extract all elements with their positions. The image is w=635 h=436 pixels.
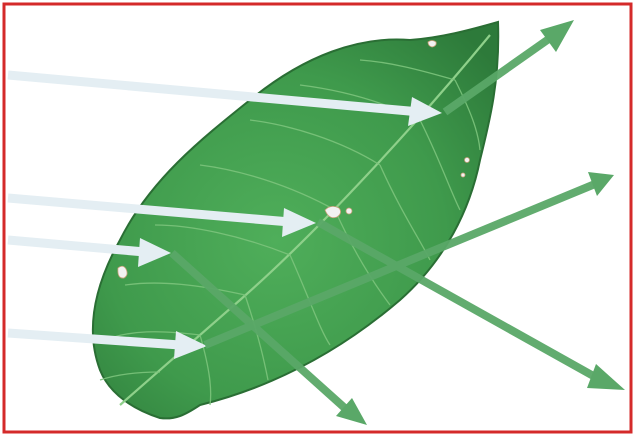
leaf-light-diagram (0, 0, 635, 436)
figure-canvas (0, 0, 635, 436)
